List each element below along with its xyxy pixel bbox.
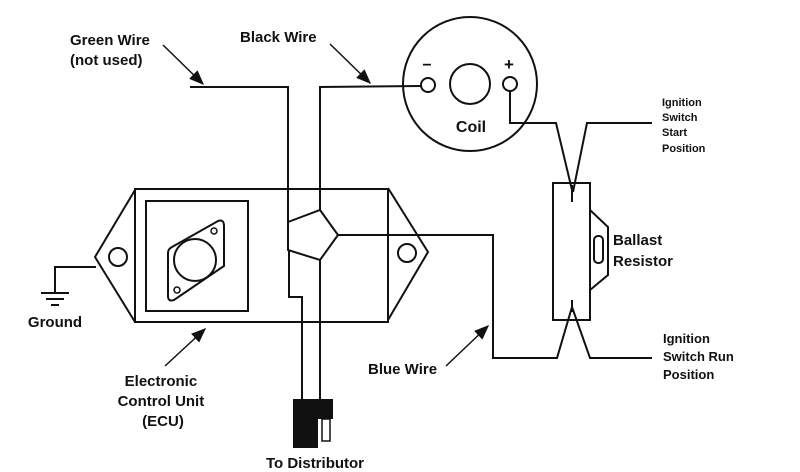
- ecu-arrow: [164, 327, 207, 367]
- black-wire-label: Black Wire: [240, 29, 317, 46]
- transistor-can: [173, 238, 217, 282]
- ecu-heatsink: [145, 200, 249, 312]
- blue-wire-line: [338, 234, 652, 359]
- coil-negative-terminal: [420, 77, 436, 93]
- black-wire-arrow: [329, 43, 372, 85]
- transistor: [167, 219, 225, 302]
- ground-wire: [54, 266, 96, 293]
- ecu-right-mount-hole: [397, 243, 417, 263]
- distributor-connector: [293, 399, 333, 448]
- green-wire-line: [190, 86, 289, 222]
- coil-center: [449, 63, 491, 105]
- ecu-body: [134, 188, 389, 323]
- ignition-start-label: Ignition Switch Start Position: [662, 97, 706, 155]
- negative-sign: −: [422, 57, 431, 74]
- ecu-left-flange: [93, 189, 136, 323]
- ecu-right-flange: [387, 187, 430, 321]
- black-wire-line: [319, 85, 422, 210]
- ignition-start-wire: [572, 122, 652, 193]
- coil-positive-wire: [509, 91, 573, 191]
- blue-wire-label: Blue Wire: [368, 361, 437, 378]
- ground: Ground: [28, 266, 96, 331]
- ecu-connector: [287, 208, 340, 262]
- black-wire: Black Wire: [240, 29, 422, 210]
- ecu-left-mount-hole: [108, 247, 128, 267]
- green-wire-arrow: [162, 44, 205, 86]
- distributor-wire: [288, 250, 303, 400]
- ignition-run-label: Ignition Switch Run Position: [663, 331, 737, 382]
- positive-sign: +: [504, 55, 514, 74]
- ecu-label: Electronic Control Unit (ECU): [118, 373, 209, 430]
- distributor-label: To Distributor: [266, 455, 364, 472]
- ballast-resistor: Ballast Resistor: [552, 182, 673, 321]
- coil-body: [402, 16, 538, 152]
- green-wire: Green Wire (not used): [70, 32, 289, 222]
- coil-positive-terminal: [502, 76, 518, 92]
- ballast-tab: [589, 209, 609, 291]
- transistor-hole: [173, 286, 181, 294]
- ecu: [93, 187, 430, 323]
- blue-wire-arrow: [445, 324, 490, 367]
- ballast-slot: [593, 235, 604, 264]
- ballast-body: [552, 182, 591, 321]
- coil: − + Coil: [402, 16, 538, 152]
- coil-label: Coil: [456, 119, 486, 136]
- green-wire-label: Green Wire (not used): [70, 32, 154, 69]
- ground-label: Ground: [28, 314, 82, 331]
- transistor-hole: [210, 227, 218, 235]
- ballast-label: Ballast Resistor: [613, 232, 673, 270]
